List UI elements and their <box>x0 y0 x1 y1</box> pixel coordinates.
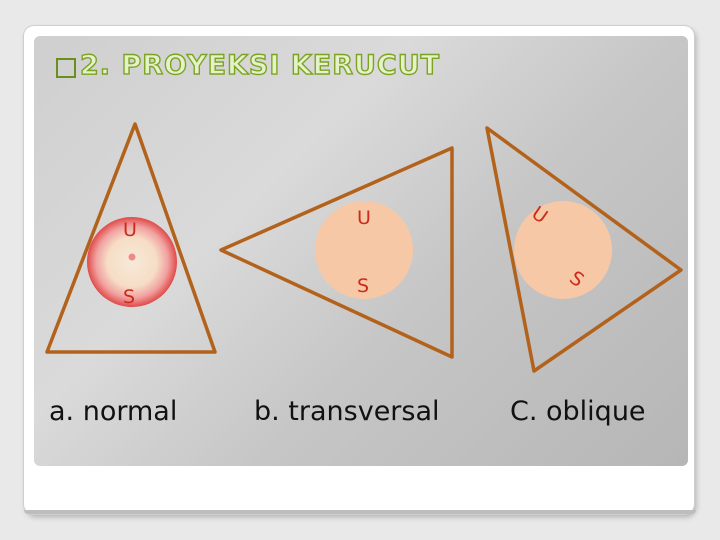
globe-normal <box>87 217 177 307</box>
square-bullet-icon <box>56 58 76 78</box>
globe-oblique <box>514 201 612 299</box>
label-s-transversal: S <box>357 275 369 297</box>
footer-band <box>34 466 688 510</box>
cone-triangle-oblique <box>485 126 683 373</box>
oblique-projection: U S <box>485 126 683 373</box>
normal-projection: U S <box>45 122 217 354</box>
slide-title: 2. PROYEKSI KERUCUT <box>79 49 441 81</box>
caption-normal: a. normal <box>49 396 178 427</box>
pole-dot <box>128 253 136 261</box>
transversal-projection: U S <box>219 146 454 359</box>
globe-transversal <box>315 201 413 299</box>
caption-oblique: C. oblique <box>510 396 646 427</box>
bottom-rule <box>24 510 696 514</box>
label-s-normal: S <box>123 286 135 308</box>
label-u-normal: U <box>123 219 137 241</box>
cone-triangle-transversal <box>219 146 454 359</box>
label-u-transversal: U <box>357 207 371 229</box>
cone-triangle-normal <box>45 122 217 354</box>
caption-transversal: b. transversal <box>254 396 440 427</box>
